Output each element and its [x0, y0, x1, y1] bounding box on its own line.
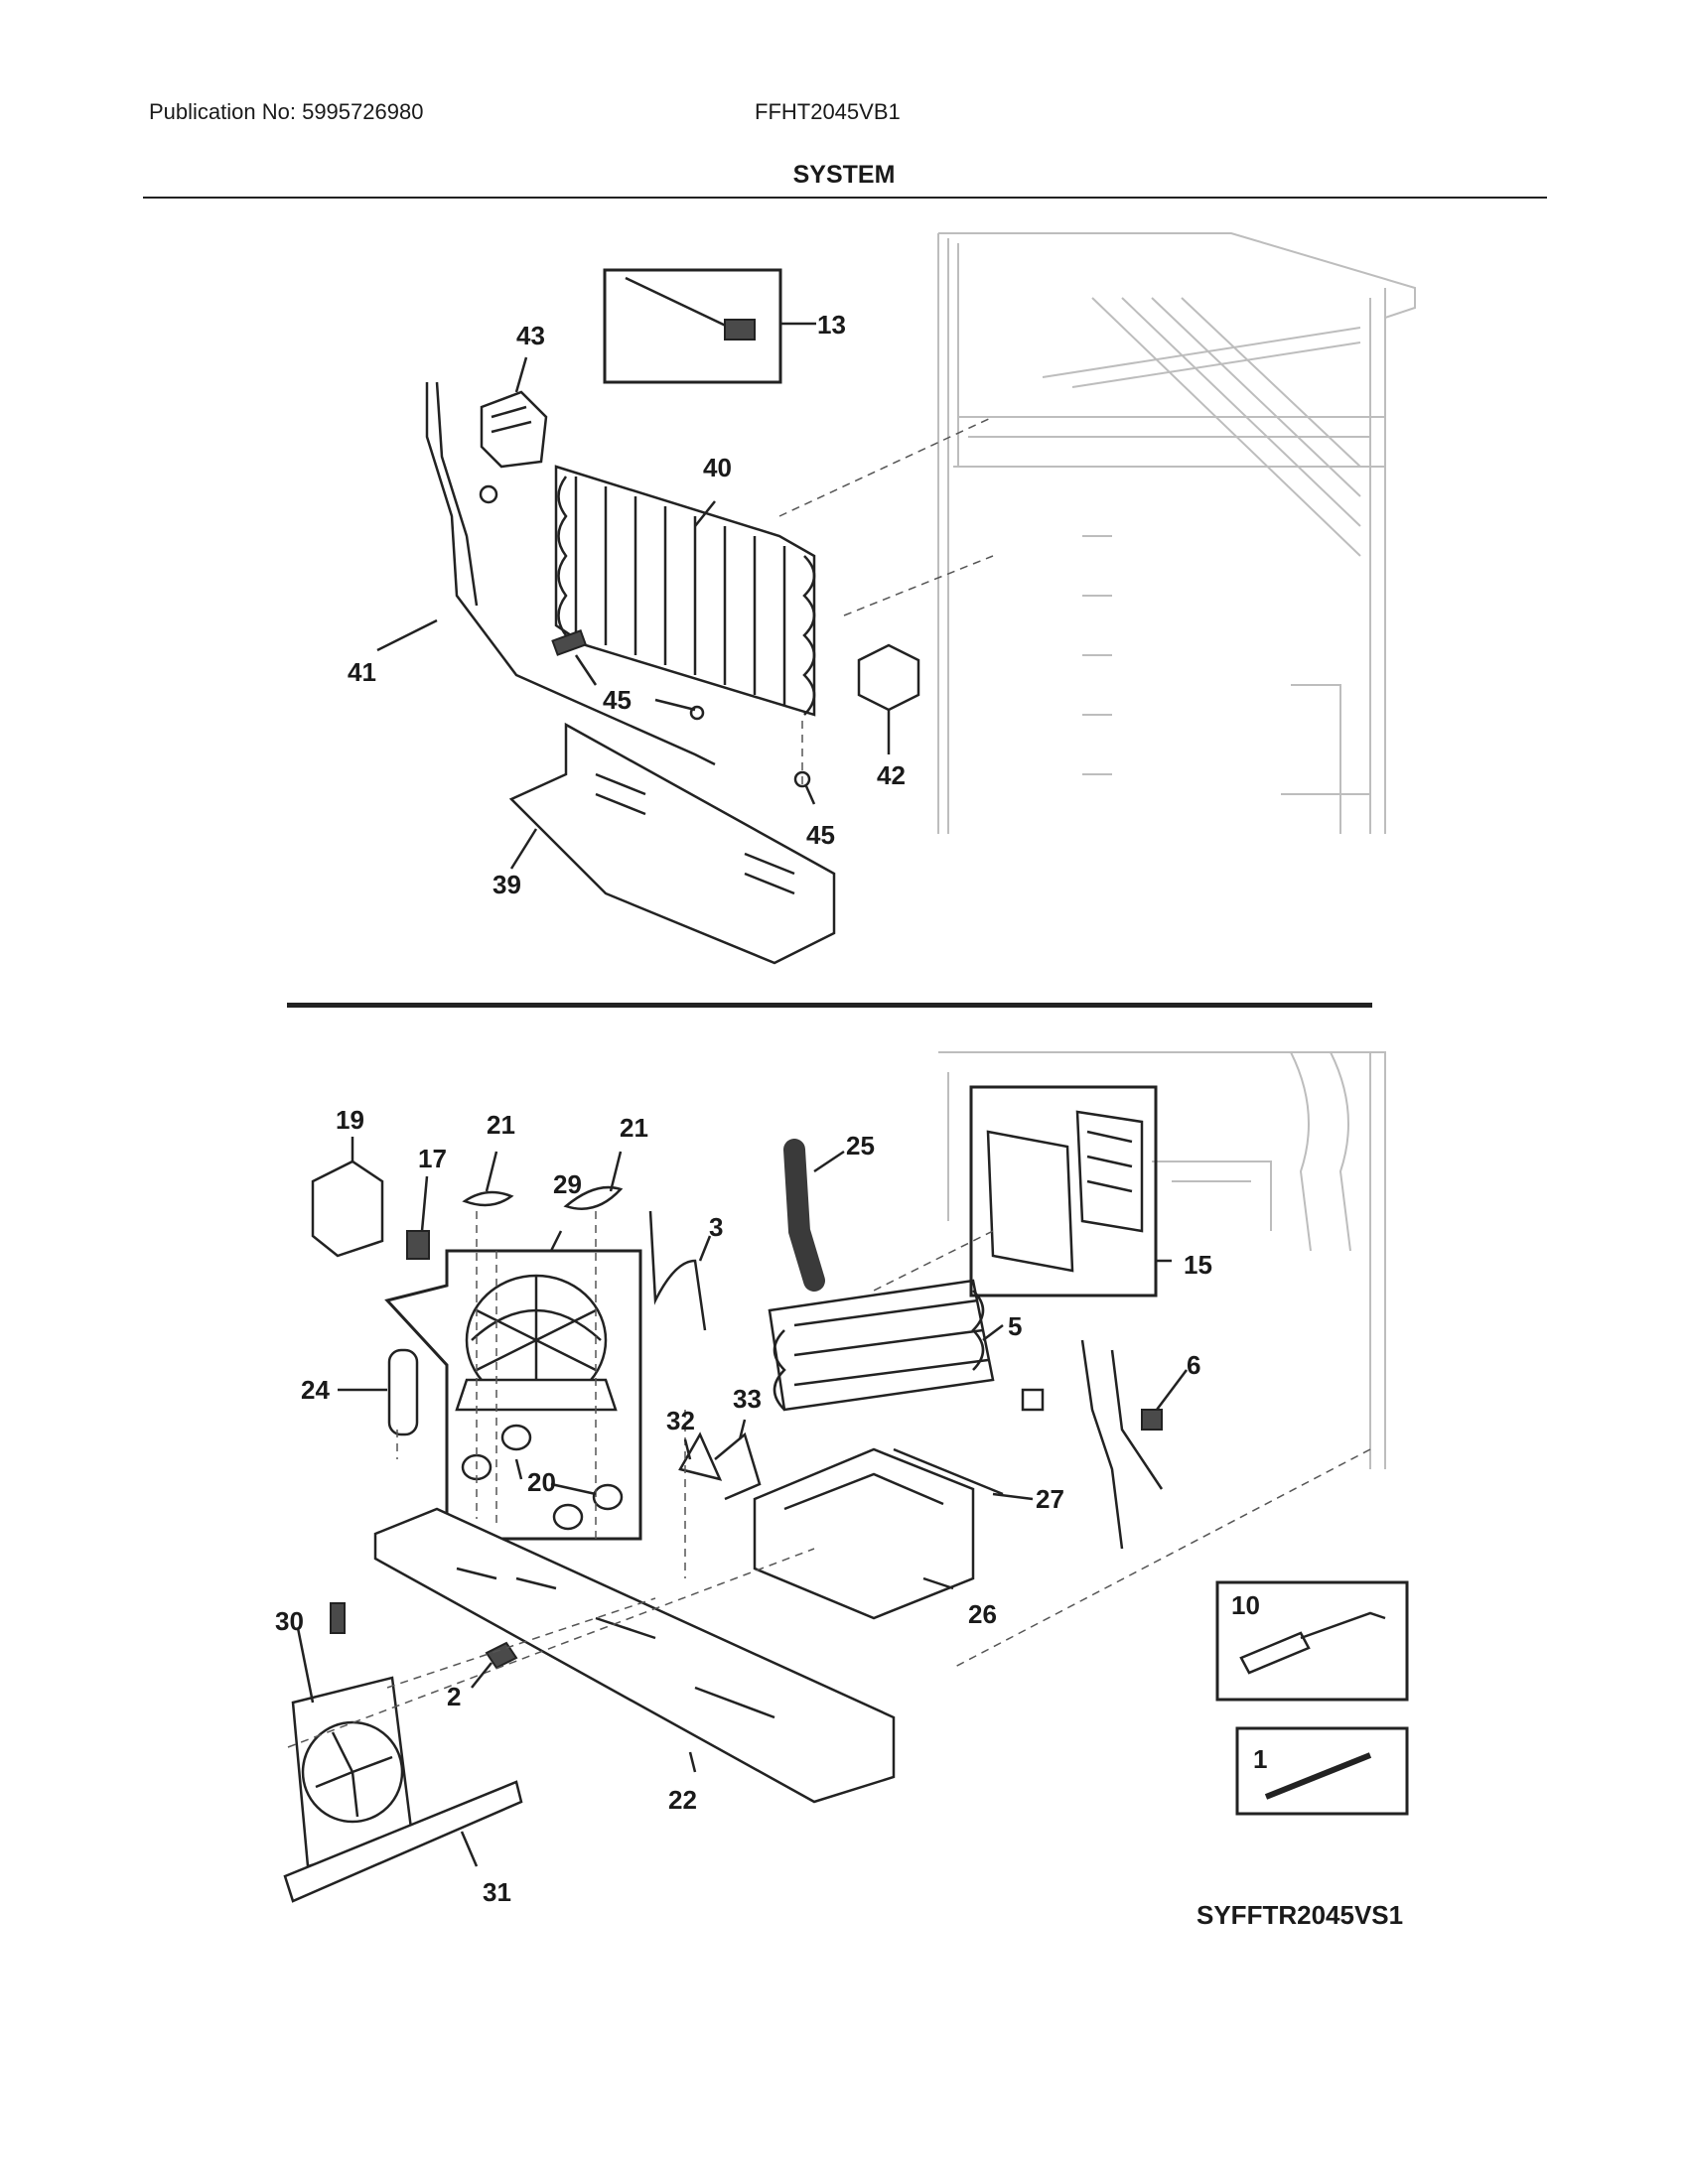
part-10-dryer — [1215, 1580, 1409, 1702]
callout-41: 41 — [348, 657, 376, 687]
part-1-tube — [1235, 1726, 1409, 1816]
callout-21-b: 21 — [620, 1113, 648, 1143]
part-3-tube — [648, 1210, 707, 1331]
part-25-drain-hose — [783, 1139, 825, 1292]
section-title: SYSTEM — [792, 161, 896, 189]
callout-32: 32 — [666, 1406, 695, 1435]
callout-20: 20 — [527, 1467, 556, 1497]
part-32-33-brackets — [678, 1432, 762, 1501]
callout-22: 22 — [668, 1785, 697, 1815]
freezer-cabinet-outline — [937, 232, 1416, 834]
part-43-relay — [480, 390, 548, 469]
part-27-tube — [893, 1447, 1004, 1496]
callout-42: 42 — [877, 760, 906, 790]
part-41-harness — [425, 381, 716, 766]
callout-29: 29 — [553, 1169, 582, 1199]
callout-33: 33 — [733, 1384, 762, 1414]
part-24-capacitor — [387, 1348, 419, 1436]
part-20-grommets — [461, 1424, 624, 1531]
callout-27: 27 — [1036, 1484, 1064, 1514]
callout-15: 15 — [1184, 1250, 1212, 1280]
part-22-base-plate — [373, 1507, 896, 1804]
part-19-relay-cover — [311, 1160, 384, 1258]
part-30-fan — [291, 1602, 414, 1868]
callout-10: 10 — [1231, 1590, 1260, 1620]
model-number: FFHT2045VB1 — [755, 99, 901, 124]
callout-21-a: 21 — [487, 1110, 515, 1140]
part-15-control-board — [969, 1085, 1158, 1297]
callout-2: 2 — [447, 1682, 461, 1711]
part-29-compressor — [384, 1249, 642, 1541]
callout-13: 13 — [817, 310, 846, 340]
callout-24: 24 — [301, 1375, 330, 1405]
callout-31: 31 — [483, 1877, 511, 1907]
callout-6: 6 — [1187, 1350, 1200, 1380]
callout-1: 1 — [1253, 1744, 1267, 1774]
part-17-overload — [406, 1230, 430, 1260]
part-31-rail — [283, 1780, 523, 1903]
part-2-clip — [485, 1641, 518, 1670]
section-divider — [287, 1003, 1372, 1008]
callout-43: 43 — [516, 321, 545, 350]
callout-19: 19 — [336, 1105, 364, 1135]
part-42-cover — [857, 643, 920, 712]
callout-45-b: 45 — [806, 820, 835, 850]
part-5-condenser — [768, 1279, 995, 1412]
part-13-sensor — [603, 268, 782, 384]
callout-3: 3 — [709, 1212, 723, 1242]
part-6-harness — [1021, 1339, 1164, 1550]
callout-17: 17 — [418, 1144, 447, 1173]
part-40-evaporator — [554, 465, 816, 717]
callout-45-a: 45 — [603, 685, 632, 715]
diagram-code: SYFFTR2045VS1 — [1196, 1900, 1404, 1930]
part-26-drain-pan — [753, 1447, 975, 1620]
header-divider — [143, 197, 1547, 199]
publication-number: Publication No: 5995726980 — [149, 99, 424, 124]
callout-5: 5 — [1008, 1311, 1022, 1341]
callout-40: 40 — [703, 453, 732, 482]
callout-39: 39 — [492, 870, 521, 899]
callout-30: 30 — [275, 1606, 304, 1636]
part-39-drain-pan — [508, 722, 836, 965]
part-21-clips — [462, 1185, 624, 1210]
callout-25: 25 — [846, 1131, 875, 1160]
callout-26: 26 — [968, 1599, 997, 1629]
leader-lines — [296, 322, 1188, 1867]
machine-compartment-outline — [938, 1051, 1386, 1469]
